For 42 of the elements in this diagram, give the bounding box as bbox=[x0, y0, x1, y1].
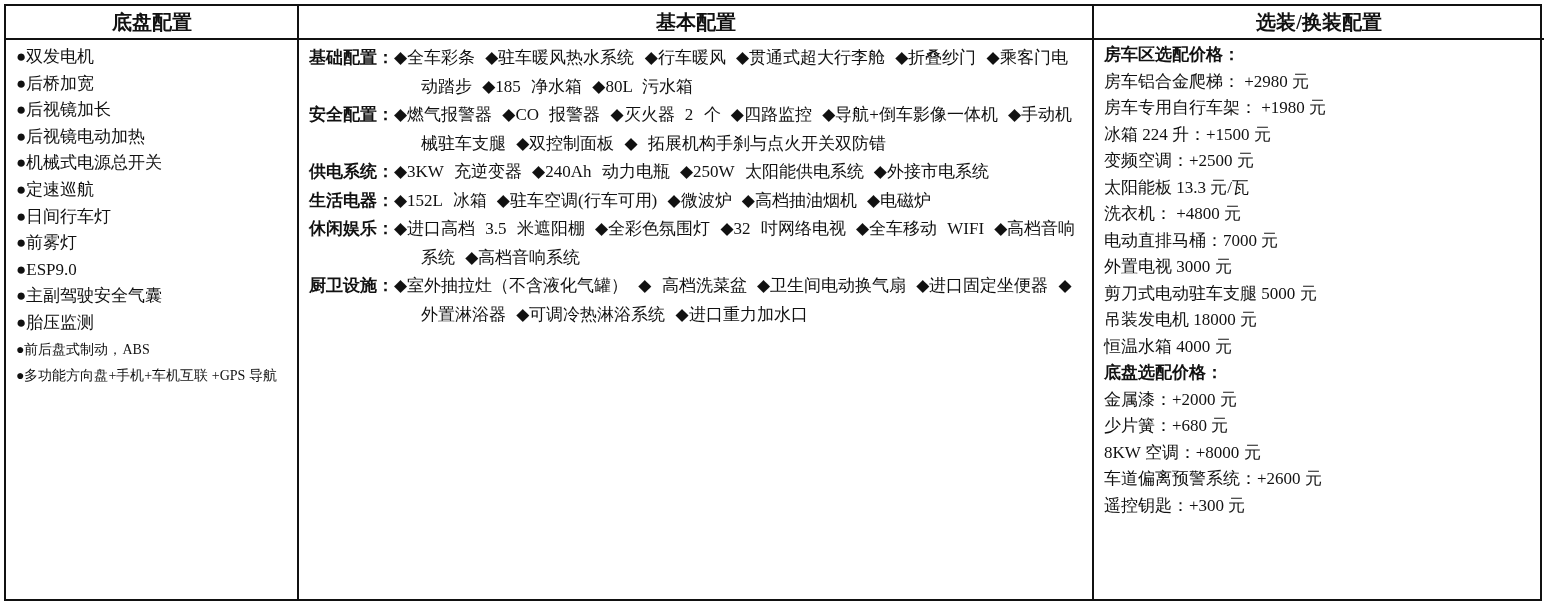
column-header: 基本配置 bbox=[655, 9, 736, 35]
config-paragraph: 安全配置：◆燃气报警器 ◆CO 报警器 ◆灭火器 2 个 ◆四路监控 ◆导航+倒车影像一体机 ◆手动机械驻车支腿 ◆双控制面板 ◆ 拓展机构手刹与点火开关双防错 bbox=[309, 104, 1074, 155]
list-item: 剪刀式电动驻车支腿 5000 元 bbox=[1104, 282, 1318, 305]
list-item: ●前雾灯 bbox=[16, 232, 79, 255]
list-item: ●后视镜电动加热 bbox=[16, 125, 147, 148]
list-item: ●ESP9.0 bbox=[16, 258, 78, 281]
config-paragraph: 供电系统：◆3KW 充逆变器 ◆240Ah 动力电瓶 ◆250W 太阳能供电系统 ◆外接市电系统 bbox=[309, 161, 990, 183]
list-item: ●主副驾驶安全气囊 bbox=[16, 285, 164, 308]
config-paragraph: 生活电器：◆152L 冰箱 ◆驻车空调(行车可用) ◆微波炉 ◆高档抽油烟机 ◆电磁炉 bbox=[309, 189, 933, 212]
list-item: 房车铝合金爬梯： +2980 元 bbox=[1104, 70, 1311, 93]
list-item: ●日间行车灯 bbox=[16, 205, 113, 228]
list-item: ●多功能方向盘+手机+车机互联 +GPS 导航 bbox=[16, 366, 278, 385]
list-item: ●胎压监测 bbox=[16, 311, 96, 334]
list-item: 太阳能板 13.3 元/瓦 bbox=[1104, 176, 1250, 199]
column-header: 底盘配置 bbox=[111, 9, 192, 35]
column-header: 选装/换装配置 bbox=[1256, 9, 1382, 35]
list-item: 电动直排马桶：7000 元 bbox=[1104, 229, 1280, 252]
list-item: 8KW 空调：+8000 元 bbox=[1104, 441, 1262, 464]
list-item: 吊装发电机 18000 元 bbox=[1104, 309, 1258, 331]
config-paragraph: 休闲娱乐：◆进口高档 3.5 米遮阳棚 ◆全彩色氛围灯 ◆32 吋网络电视 ◆全车移动 WIFI ◆高档音响系统 ◆高档音响系统 bbox=[309, 218, 1077, 269]
list-item: 金属漆：+2000 元 bbox=[1104, 388, 1238, 411]
section-heading: 房车区选配价格： bbox=[1104, 44, 1241, 66]
list-item: 恒温水箱 4000 元 bbox=[1104, 335, 1233, 358]
list-item: ●机械式电源总开关 bbox=[16, 152, 164, 175]
list-item: 变频空调：+2500 元 bbox=[1104, 150, 1255, 172]
config-paragraph: 基础配置：◆全车彩条 ◆驻车暖风热水系统 ◆行车暖风 ◆贯通式超大行李舱 ◆折叠纱门 ◆乘客门电动踏步 ◆185 净水箱 ◆80L 污水箱 bbox=[309, 47, 1069, 98]
list-item: ●定速巡航 bbox=[16, 178, 96, 201]
list-item: ●双发电机 bbox=[16, 46, 96, 68]
list-item: ●前后盘式制动，ABS bbox=[16, 340, 151, 359]
list-item: ●后视镜加长 bbox=[16, 99, 113, 122]
list-item: 洗衣机： +4800 元 bbox=[1104, 203, 1243, 225]
list-item: 外置电视 3000 元 bbox=[1104, 256, 1233, 278]
header-cell bbox=[6, 6, 299, 40]
list-item: 房车专用自行车架： +1980 元 bbox=[1104, 97, 1328, 119]
list-item: 车道偏离预警系统：+2600 元 bbox=[1104, 468, 1323, 490]
list-item: 少片簧：+680 元 bbox=[1104, 415, 1230, 437]
section-heading: 底盘选配价格： bbox=[1104, 362, 1224, 384]
list-item: ●后桥加宽 bbox=[16, 72, 96, 95]
list-item: 遥控钥匙：+300 元 bbox=[1104, 494, 1247, 517]
config-paragraph: 厨卫设施：◆室外抽拉灶（不含液化气罐） ◆ 高档洗菜盆 ◆卫生间电动换气扇 ◆进口固定坐便器 ◆外置淋浴器 ◆可调冷热淋浴系统 ◆进口重力加水口 bbox=[309, 275, 1073, 326]
list-item: 冰箱 224 升：+1500 元 bbox=[1104, 123, 1272, 146]
header-cell bbox=[299, 6, 1094, 40]
